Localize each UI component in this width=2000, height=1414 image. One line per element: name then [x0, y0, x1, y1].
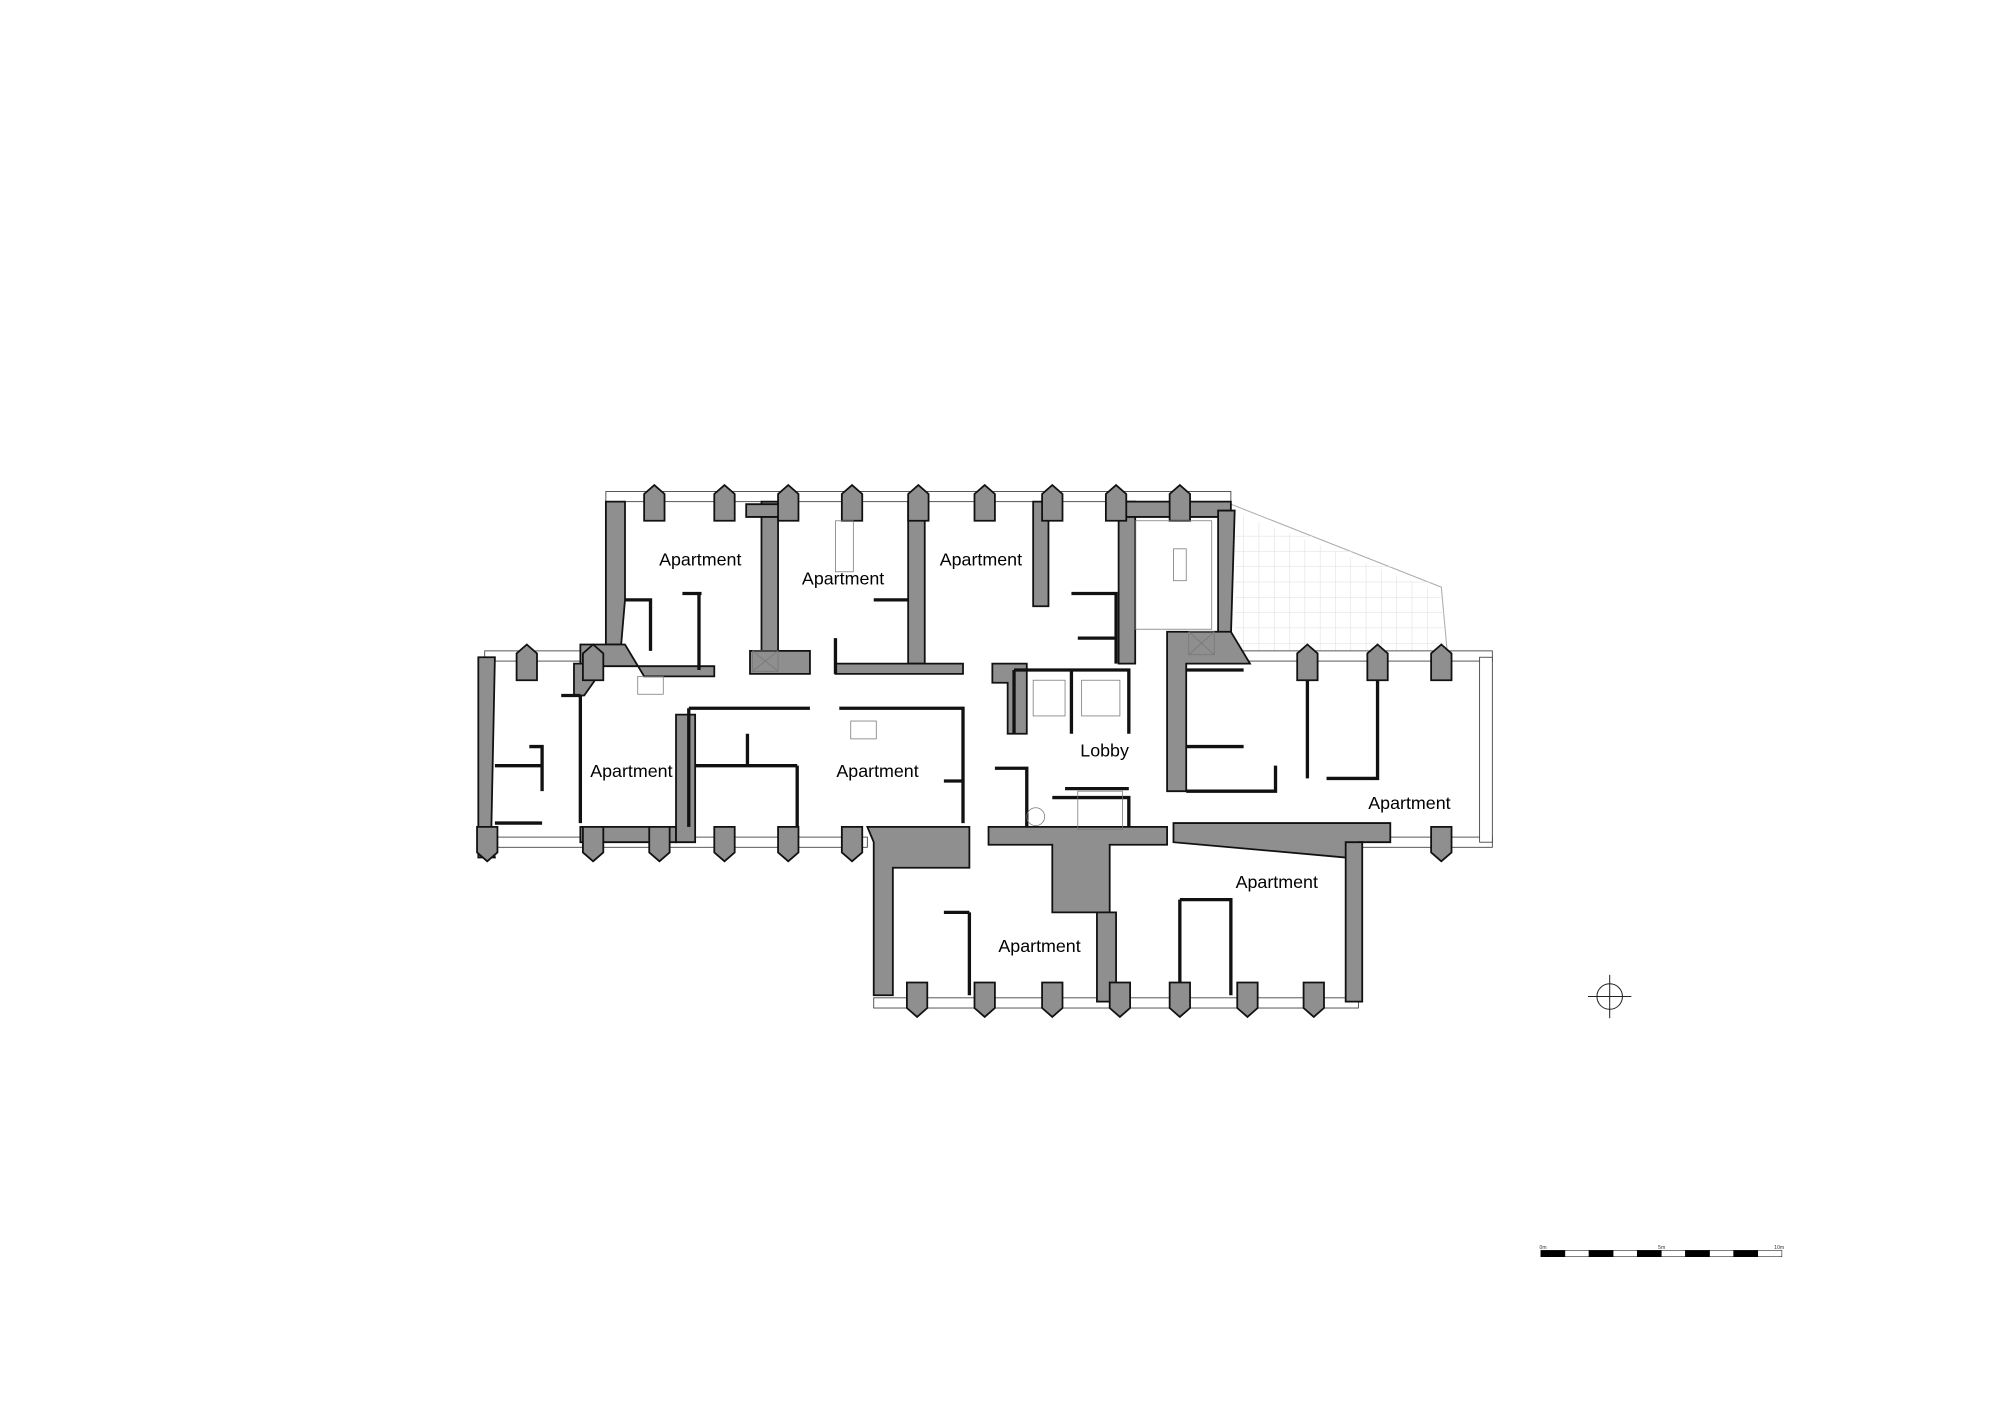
fixtures [637, 520, 1215, 830]
pilaster [1168, 483, 1191, 522]
terrace [1230, 503, 1449, 658]
room-label-apartment: Apartment [659, 549, 741, 569]
room-label-apartment: Apartment [802, 569, 884, 589]
scale-label-10: 10m [1774, 1245, 1784, 1251]
structural-walls [477, 500, 1392, 1003]
scale-segment [1733, 1250, 1759, 1257]
pilaster [713, 826, 736, 863]
pilaster [777, 826, 800, 863]
pilaster [905, 981, 929, 1019]
scale-segment [1757, 1250, 1783, 1257]
scale-segment [1685, 1250, 1710, 1257]
pilaster [1041, 981, 1064, 1019]
pilaster [643, 483, 666, 522]
pilaster [973, 483, 996, 522]
pilaster [476, 826, 499, 863]
pilaster [907, 483, 930, 522]
scale-segment [1588, 1250, 1614, 1257]
pilaster [582, 826, 605, 863]
room-label-apartment: Apartment [998, 936, 1080, 956]
pilaster [1366, 643, 1389, 682]
scale-segment [1636, 1250, 1662, 1257]
pilaster [1104, 483, 1128, 522]
crosshair-north-icon [1588, 974, 1632, 1019]
interior-walls [494, 591, 1380, 996]
room-label-apartment: Apartment [1236, 872, 1318, 892]
pilaster [1108, 981, 1131, 1019]
pilaster [1430, 826, 1453, 863]
pilaster [840, 826, 864, 863]
room-labels: Apartment Apartment Apartment Apartment … [590, 549, 1450, 955]
pilaster [1236, 981, 1259, 1019]
pilaster [973, 981, 996, 1019]
room-label-lobby: Lobby [1080, 741, 1129, 761]
room-label-apartment: Apartment [1368, 793, 1450, 813]
scale-segment [1612, 1250, 1638, 1257]
pilaster [1041, 483, 1064, 522]
scale-label-5: 5m [1658, 1245, 1665, 1251]
pilaster [648, 826, 671, 863]
pilaster [1296, 643, 1319, 682]
pilaster [1430, 643, 1453, 682]
room-label-apartment: Apartment [836, 761, 918, 781]
scale-segment [1661, 1250, 1686, 1257]
pilaster [777, 483, 800, 522]
pilasters [476, 483, 1453, 1019]
pilaster [713, 483, 736, 522]
room-label-apartment: Apartment [590, 761, 672, 781]
pilaster [1168, 981, 1191, 1019]
scale-label-0: 0m [1540, 1245, 1547, 1251]
pilaster [1302, 981, 1325, 1019]
pilaster [840, 483, 864, 522]
scale-bar: 0m 5m 10m [1540, 1245, 1784, 1257]
scale-segment [1564, 1250, 1590, 1257]
scale-segment [1540, 1250, 1566, 1257]
room-label-apartment: Apartment [940, 549, 1022, 569]
pilaster [582, 643, 605, 682]
scale-segment [1709, 1250, 1734, 1257]
pilaster [515, 643, 538, 682]
